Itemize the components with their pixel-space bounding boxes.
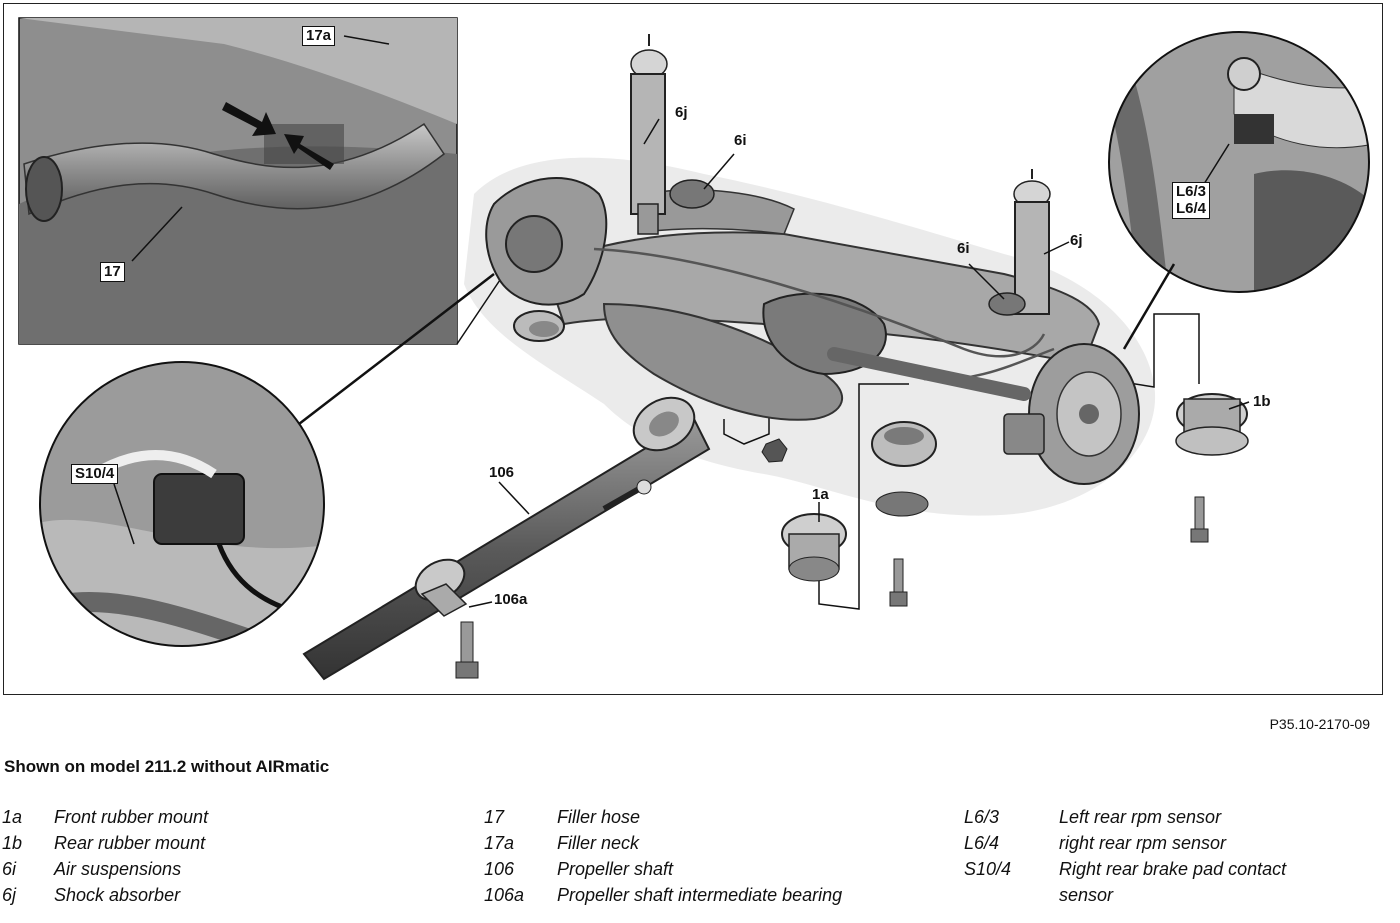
rpm-sensor-magnifier [1108, 31, 1370, 293]
caption: Shown on model 211.2 without AIRmatic [4, 757, 330, 776]
rear-axle-diagram [18, 17, 1370, 681]
callout-6j-left: 6j [675, 104, 688, 121]
callout-6i-right: 6i [957, 240, 970, 257]
callout-17: 17 [100, 262, 125, 282]
arrow-icon [284, 134, 334, 170]
washer-icon [875, 491, 929, 517]
propeller-shaft [302, 396, 711, 681]
callout-L6-4: L6/4 [1172, 200, 1211, 219]
callout-106a: 106a [494, 591, 528, 608]
bolt-icon [889, 558, 908, 607]
callout-1a: 1a [812, 486, 829, 503]
callout-17a: 17a [302, 26, 336, 46]
shock-absorber-right [1013, 169, 1051, 315]
air-suspension-right [988, 292, 1026, 316]
figure-code: P35.10-2170-09 [1269, 716, 1370, 732]
shock-absorber-left [630, 34, 668, 235]
figure-frame: 17a 17 6j 6i 6i 6j L6/3 L6/4 1b 1a 106 1… [3, 3, 1383, 695]
callout-S10-4: S10/4 [71, 464, 119, 484]
bolt-icon [1190, 496, 1209, 543]
arrow-icon [222, 102, 276, 136]
callout-106: 106 [489, 464, 515, 481]
filler-hose-photo-inset [18, 17, 458, 345]
callout-L6-3: L6/3 [1172, 182, 1211, 201]
air-suspension-left [669, 179, 715, 209]
front-rubber-mount [781, 513, 847, 582]
rear-rubber-mount [1175, 393, 1249, 456]
callout-6i-left: 6i [734, 132, 747, 149]
callout-6j-right: 6j [1070, 232, 1083, 249]
nut-icon [761, 438, 788, 463]
bolt-icon [602, 479, 652, 512]
callout-1b: 1b [1253, 393, 1271, 410]
bolt-icon [455, 621, 479, 679]
brake-pad-sensor-magnifier [39, 361, 325, 647]
